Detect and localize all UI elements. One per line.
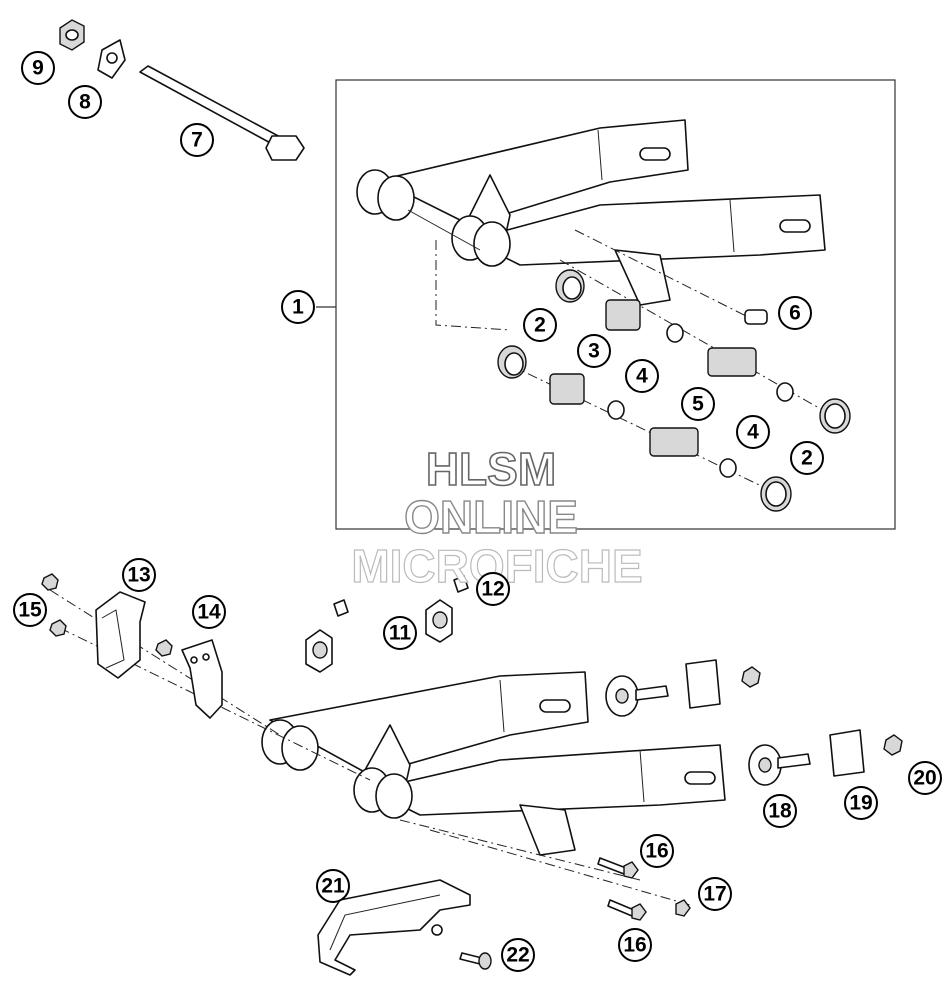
callout-12: 12 [476, 572, 510, 606]
svg-text:5: 5 [692, 393, 704, 416]
svg-text:2: 2 [534, 314, 546, 337]
nut-15a [41, 573, 59, 591]
bearing-parts [435, 229, 851, 512]
callout-4-upper: 4 [625, 359, 659, 393]
callout-16-lower: 16 [618, 928, 652, 962]
svg-text:4: 4 [636, 365, 648, 388]
axle-bolt [139, 65, 305, 161]
svg-text:15: 15 [18, 599, 42, 622]
svg-text:3: 3 [588, 340, 600, 363]
svg-text:2: 2 [801, 447, 813, 470]
assembly-frame [335, 79, 896, 530]
swingarm-lower [49, 589, 726, 906]
mounting-plate [181, 639, 223, 719]
slider-screw [459, 952, 492, 970]
callout-19: 19 [844, 786, 878, 820]
callout-18: 18 [763, 794, 797, 828]
svg-text:6: 6 [789, 302, 801, 325]
svg-text:4: 4 [747, 421, 759, 444]
callout-17: 17 [698, 877, 732, 911]
swingarm-upper [356, 119, 826, 306]
svg-text:12: 12 [481, 578, 504, 601]
axle-nut [59, 19, 85, 51]
callout-13: 13 [122, 558, 156, 592]
chain-adjuster-plate [97, 39, 126, 79]
watermark-line-1: HLSM [426, 443, 556, 495]
chain-slider [317, 879, 471, 976]
svg-text:16: 16 [645, 840, 668, 863]
chain-guide-block [95, 591, 146, 679]
watermark-line-2: ONLINE [404, 491, 578, 543]
svg-text:21: 21 [321, 875, 345, 898]
nut-15b [49, 619, 67, 637]
callout-2-lower: 2 [790, 441, 824, 475]
callout-7: 7 [180, 123, 214, 157]
callout-5: 5 [681, 387, 715, 421]
svg-text:7: 7 [191, 129, 203, 152]
callout-21: 21 [316, 869, 350, 903]
nut-15c [155, 639, 173, 657]
svg-text:13: 13 [127, 564, 150, 587]
callout-9: 9 [21, 51, 55, 85]
svg-text:19: 19 [849, 792, 872, 815]
callout-8: 8 [68, 85, 102, 119]
svg-text:11: 11 [389, 622, 412, 645]
svg-text:22: 22 [506, 944, 529, 967]
callout-11: 11 [383, 616, 417, 650]
bracket-right [425, 575, 469, 643]
callout-15: 15 [13, 593, 47, 627]
callout-22: 22 [501, 938, 535, 972]
svg-text:1: 1 [292, 296, 304, 319]
svg-text:9: 9 [32, 57, 44, 80]
bolts [597, 857, 691, 921]
bracket-left [305, 599, 349, 673]
callout-1: 1 [281, 290, 315, 324]
svg-text:18: 18 [768, 800, 792, 823]
callout-16-upper: 16 [640, 834, 674, 868]
svg-text:14: 14 [197, 601, 221, 624]
callout-6: 6 [778, 296, 812, 330]
svg-text:20: 20 [913, 767, 936, 790]
callout-4-lower: 4 [736, 415, 770, 449]
callout-14: 14 [192, 595, 226, 629]
callout-3: 3 [577, 334, 611, 368]
callout-2-upper: 2 [523, 308, 557, 342]
svg-text:17: 17 [703, 883, 726, 906]
svg-text:8: 8 [79, 91, 91, 114]
svg-text:16: 16 [623, 934, 646, 957]
callout-20: 20 [908, 761, 942, 795]
adjuster-parts [605, 659, 903, 786]
